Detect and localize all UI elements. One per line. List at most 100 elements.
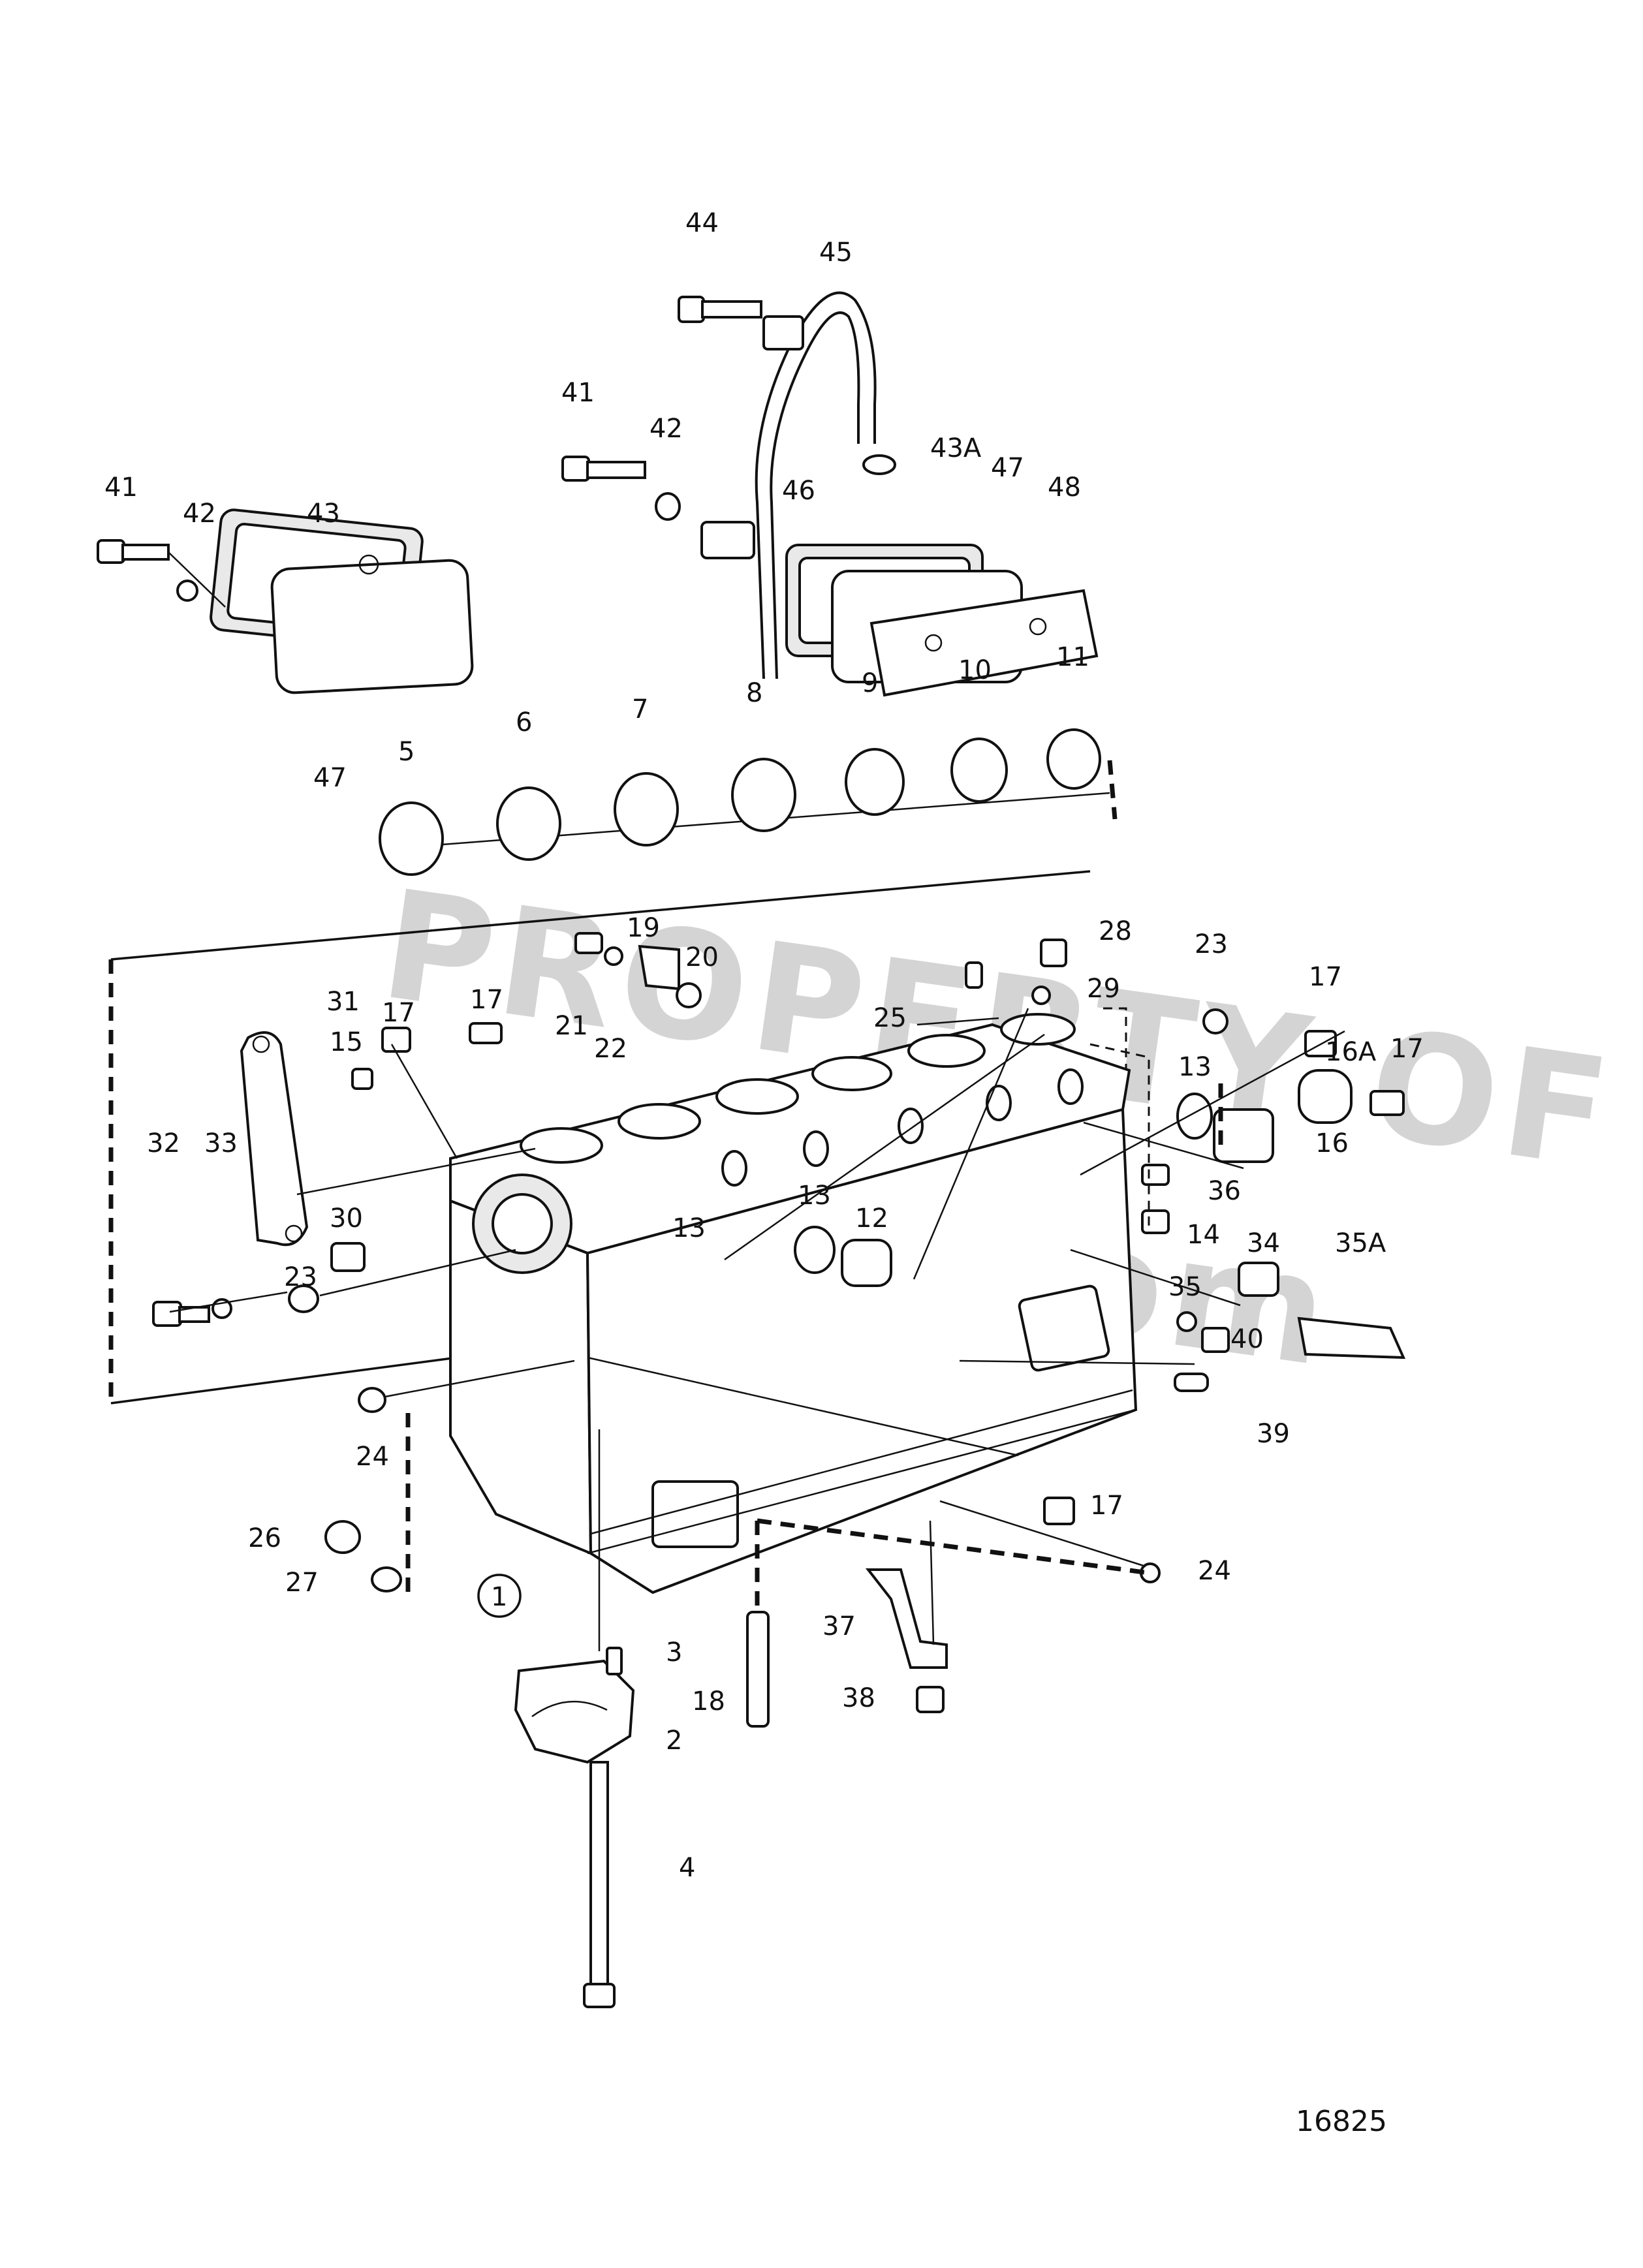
plug-23-left: [288, 1284, 319, 1313]
callout-35: 35: [1168, 1272, 1202, 1302]
callout-46: 46: [782, 476, 815, 506]
bolt-32: [152, 1301, 210, 1327]
callout-30: 30: [330, 1204, 363, 1234]
callout-48: 48: [1048, 473, 1081, 503]
callout-33: 33: [204, 1128, 238, 1158]
plug-12: [841, 1239, 892, 1287]
callout-47-a: 47: [313, 763, 347, 793]
leader-lines: [169, 1007, 1345, 1651]
main-bearing-cap: [514, 1647, 635, 1764]
sensor-35a: [1297, 1316, 1406, 1359]
oil-jet-37: [865, 1568, 948, 1669]
callout-41-a: 41: [104, 473, 138, 503]
nut-16: [1213, 1108, 1274, 1163]
callout-9: 9: [862, 668, 878, 698]
callout-41-b: 41: [561, 378, 595, 408]
plug-23-right: [1202, 1008, 1228, 1034]
callout-34: 34: [1247, 1228, 1280, 1258]
callout-47-b: 47: [991, 453, 1024, 483]
callout-29: 29: [1087, 974, 1120, 1004]
bolt-44: [678, 296, 804, 350]
bracket-31: [240, 1031, 309, 1247]
pin-39: [1174, 1373, 1209, 1392]
oil-cover-plate-right: [785, 544, 1099, 697]
callout-17-a: 17: [382, 998, 415, 1028]
main-bearing-bolt: [583, 1761, 616, 2008]
callout-2: 2: [666, 1726, 682, 1756]
callout-36: 36: [1208, 1176, 1241, 1206]
bolt-21: [574, 932, 603, 954]
plug-24-left: [358, 1387, 386, 1413]
callout-6: 6: [516, 707, 532, 738]
callout-10: 10: [958, 655, 992, 685]
callout-12: 12: [855, 1204, 888, 1234]
callout-11: 11: [1056, 642, 1089, 672]
callout-13-b: 13: [1178, 1052, 1212, 1082]
plug-17-e: [1043, 1497, 1075, 1525]
bearing-shells-row: [379, 728, 1110, 876]
callout-40: 40: [1230, 1324, 1264, 1354]
plug-14: [1141, 1209, 1170, 1234]
washer-42-right: [655, 492, 681, 521]
callout-35a: 35A: [1335, 1228, 1386, 1258]
callout-5: 5: [398, 737, 415, 767]
callout-14: 14: [1187, 1220, 1220, 1250]
callout-13-c: 13: [672, 1213, 706, 1243]
callout-38: 38: [842, 1683, 875, 1713]
callout-24-b: 24: [1198, 1556, 1231, 1586]
callout-23-a: 23: [1195, 929, 1228, 959]
callout-28: 28: [1099, 916, 1132, 946]
callout-42-b: 42: [649, 414, 683, 444]
callout-45: 45: [819, 238, 853, 268]
seal-20: [676, 982, 702, 1008]
sleeve-25: [965, 961, 983, 989]
oil-cover-plate-left: [210, 508, 474, 694]
callout-17-e: 17: [1090, 1491, 1123, 1521]
callout-26: 26: [248, 1523, 281, 1553]
callout-25: 25: [873, 1003, 907, 1033]
washer-27: [371, 1566, 402, 1592]
plug-17-a: [381, 1027, 411, 1053]
tube-18: [746, 1611, 770, 1728]
callout-16a: 16A: [1325, 1037, 1377, 1067]
callout-17-d: 17: [1390, 1034, 1424, 1064]
seal-13-mid: [794, 1226, 836, 1274]
seal-13-right: [1176, 1093, 1213, 1140]
washer-22: [604, 946, 623, 966]
seal-46: [862, 454, 896, 475]
flange-19: [638, 944, 680, 991]
callout-22: 22: [594, 1034, 627, 1064]
callout-13-a: 13: [798, 1181, 831, 1211]
callout-19: 19: [627, 913, 660, 943]
plug-17-b: [469, 1022, 503, 1044]
callout-8: 8: [746, 678, 762, 708]
bolt-41-right: [561, 456, 646, 482]
callout-3: 3: [666, 1638, 682, 1668]
washer-29: [1031, 986, 1051, 1005]
callout-4: 4: [679, 1853, 695, 1883]
callout-17-b: 17: [470, 985, 503, 1015]
plug-28: [1040, 939, 1067, 967]
callout-1: 1: [491, 1582, 507, 1612]
bolt-41-left: [97, 539, 170, 564]
callout-labels: 1 2 3 4 5 6 7 8 9 10 11 12 13 13 13 14 1…: [104, 208, 1424, 1883]
callout-44: 44: [685, 208, 719, 238]
callout-15: 15: [330, 1027, 363, 1057]
plug-30: [330, 1242, 366, 1272]
callout-21: 21: [555, 1011, 588, 1041]
callout-circle-1: [477, 1574, 522, 1618]
callout-16: 16: [1315, 1128, 1349, 1158]
plug-36: [1141, 1164, 1170, 1186]
bolt-38: [916, 1686, 945, 1713]
plug-26: [324, 1520, 361, 1554]
plug-17-d: [1369, 1090, 1405, 1116]
washer-42-left: [176, 580, 198, 602]
pipe-clamp: [700, 521, 755, 559]
plug-40: [1201, 1327, 1230, 1353]
callout-17-c: 17: [1309, 962, 1342, 992]
callout-23-b: 23: [284, 1262, 317, 1292]
callout-24-a: 24: [356, 1442, 389, 1472]
callout-20: 20: [685, 942, 719, 972]
callout-27: 27: [285, 1568, 319, 1598]
